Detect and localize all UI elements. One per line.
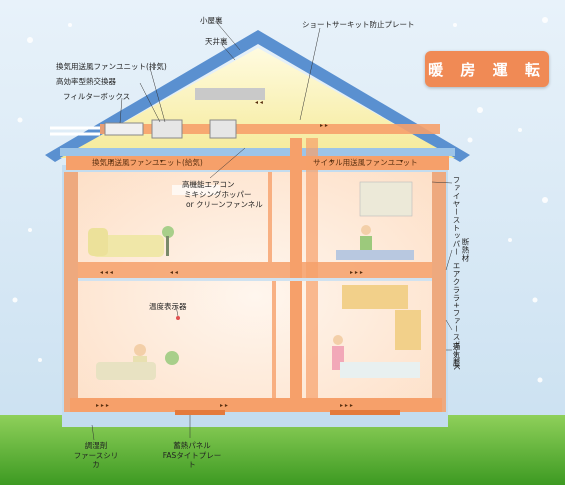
ceiling-duct [66,156,449,170]
label-supply-fan-unit: 換気用送風ファンユニット(給気) [92,158,203,167]
attic-duct-upper [100,124,440,134]
leader-lines [91,23,453,441]
label-fire-stopper: ファイヤーストッパー [452,176,461,256]
kitchen-cabinet-upper [342,285,408,309]
person-upper [360,225,372,250]
fan-unit [209,119,237,139]
bed [336,250,414,260]
foundation [62,412,448,427]
lamp [162,226,174,256]
svg-text:▾: ▾ [400,158,403,165]
svg-text:▾: ▾ [160,158,163,165]
label-cycle-fan-unit: サイクル用送風ファンユニット [313,158,418,167]
svg-text:◂ ◂ ◂: ◂ ◂ ◂ [100,269,113,276]
label-ceiling-space: 天井裏 [205,37,228,46]
label-filter-box: フィルターボックス [63,92,131,101]
label-aircon-3: or クリーンファンネル [186,200,263,209]
mid-floor-duct [78,262,432,278]
label-vent-layer: 通気層 [452,343,461,367]
heat-panels [175,410,400,415]
dining-table [340,362,420,378]
underfloor-duct [70,398,442,412]
label-short-circuit-plate: ショートサーキット防止プレート [302,20,415,29]
partition-lower [272,281,276,399]
partition-upper [268,172,272,262]
label-exhaust-fan-unit: 換気用送風ファンユニット(排気) [56,62,167,71]
kitchen-cabinet-side [395,310,421,350]
svg-text:▾: ▾ [110,158,113,165]
label-heat-exchanger: 高効率型熱交換器 [56,77,116,86]
right-wall-duct [432,172,446,412]
ceiling-band [60,148,455,156]
svg-text:◂ ◂: ◂ ◂ [170,269,178,276]
label-humidity-agent-1: 調湿剤 [84,441,108,450]
svg-text:▸ ▸: ▸ ▸ [220,402,228,409]
heating-mode-text: 暖 房 運 転 [428,60,546,79]
plant [165,351,179,365]
filter-box-unit [104,122,144,136]
svg-text:▸ ▸ ▸: ▸ ▸ ▸ [340,402,353,409]
sofa [88,228,164,257]
label-heat-panel-2: FASタイトプレート [162,451,222,469]
exhaust-duct [195,88,265,100]
label-heat-panel-1: 蓄熱パネル [173,441,211,450]
svg-text:▸ ▸: ▸ ▸ [320,122,328,129]
svg-text:▾: ▾ [330,158,333,165]
mid-floor [78,278,432,281]
window-blind [359,181,413,217]
heating-mode-badge: 暖 房 運 転 [425,51,549,87]
living-sofa [96,362,156,380]
svg-text:◂ ◂: ◂ ◂ [255,99,263,106]
airflow-arrows: ▾ ▾ ▾ ▾ ◂ ◂ ◂ ◂ ◂ ▸ ▸ ▸ ▸ ▸ ▸ ▸ ▸ ▸ ▸ ▸ ◂ ◂ ▸ ▸ [96,99,403,409]
snowflakes [12,17,548,383]
label-humidity-agent-2: ファースシリカ [73,451,119,469]
svg-text:▸ ▸ ▸: ▸ ▸ ▸ [350,269,363,276]
temperature-display [176,316,180,320]
label-insulation-2: エアクララ+ファースボードK [452,262,461,371]
aircon [172,185,220,195]
label-insulation-1: 断熱材 [461,238,470,262]
label-attic: 小屋裏 [200,16,223,25]
label-aircon-2: ミキシングホッパー [184,190,252,199]
heat-exchanger-unit [151,119,183,139]
outside-air-arrows [50,126,100,136]
label-temp-display: 温度表示器 [149,302,187,311]
svg-text:▸ ▸ ▸: ▸ ▸ ▸ [96,402,109,409]
left-wall-duct [64,172,78,412]
label-aircon-1: 高機能エアコン [182,180,235,189]
